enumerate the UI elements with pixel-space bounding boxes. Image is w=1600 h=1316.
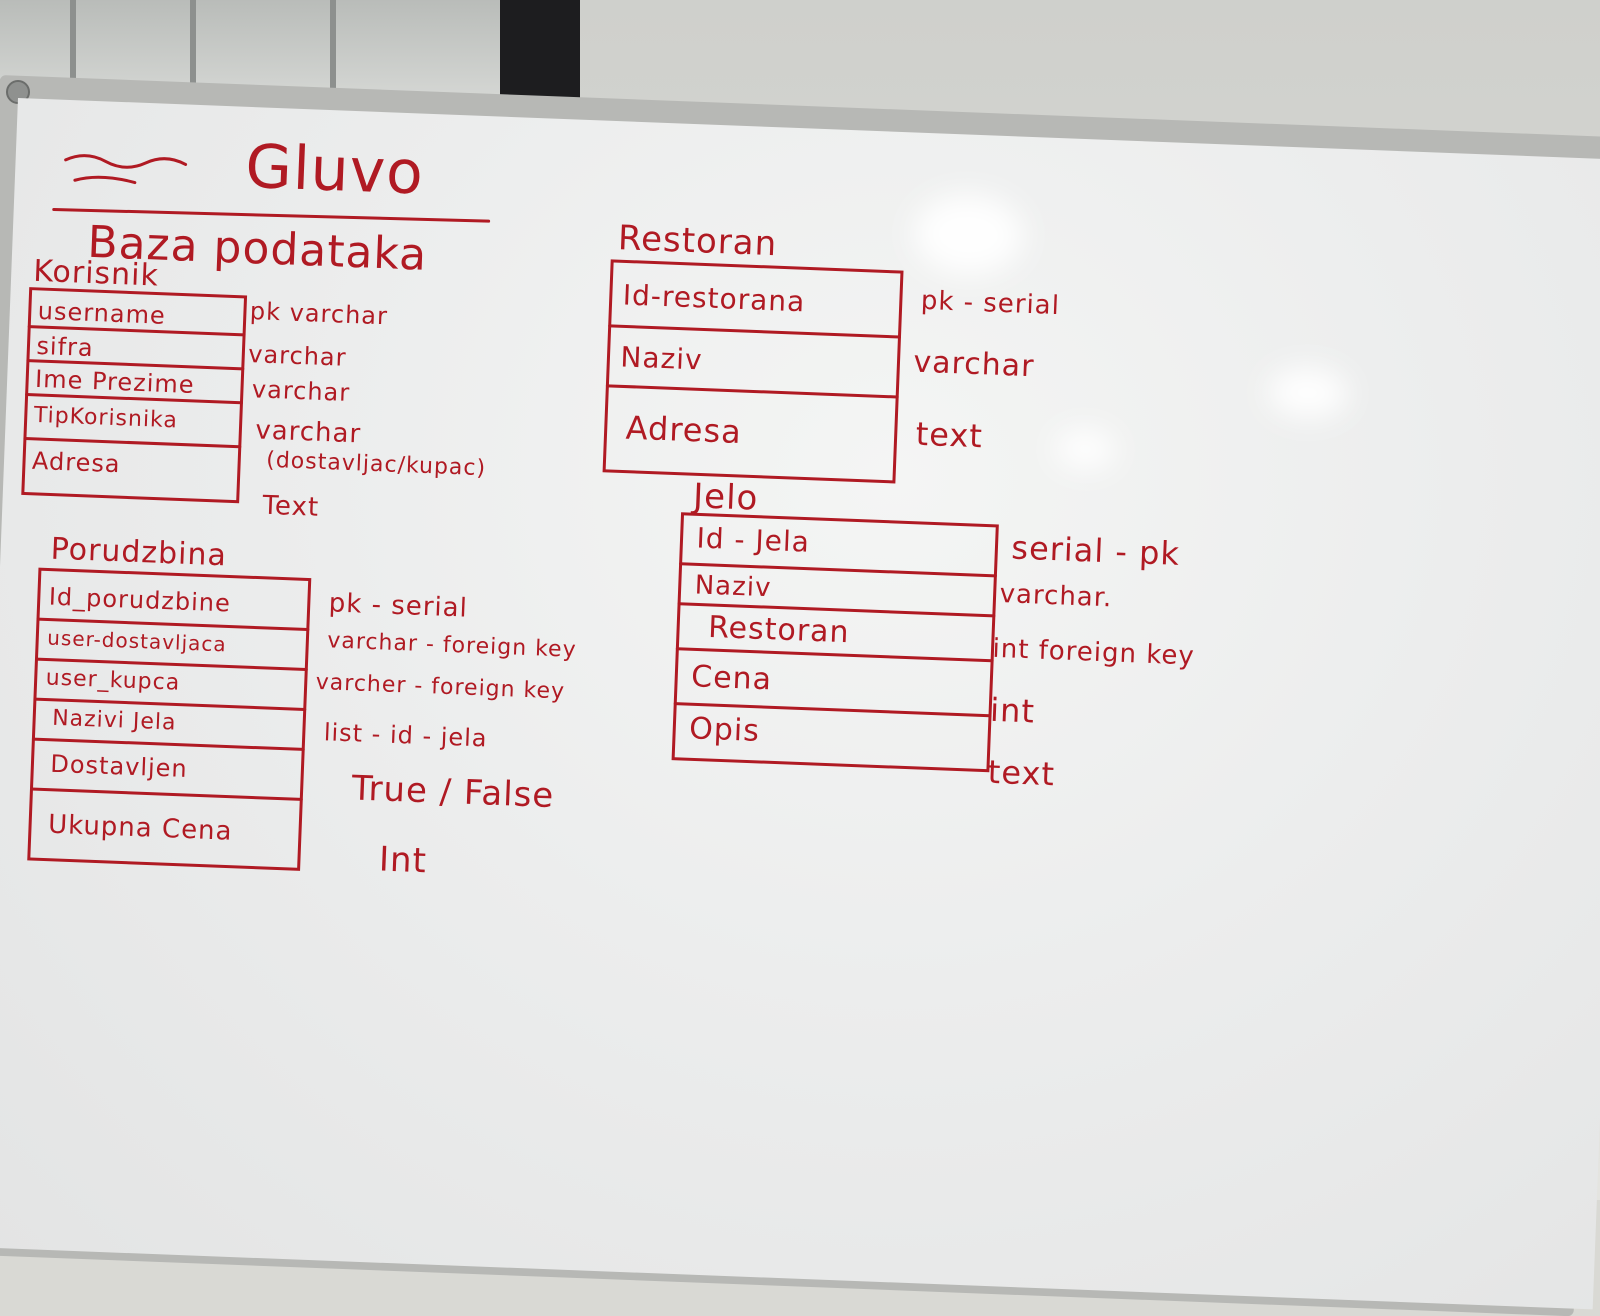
restoran-type: pk - serial: [920, 285, 1061, 322]
porudzbina-field: Nazivi Jela: [51, 705, 177, 736]
jelo-field: Id - Jela: [695, 521, 811, 559]
korisnik-field: username: [37, 296, 167, 330]
jelo-type: serial - pk: [1010, 528, 1181, 573]
jelo-field: Restoran: [707, 609, 851, 651]
restoran-table-title: Restoran: [617, 218, 778, 265]
restoran-field: Adresa: [625, 408, 743, 452]
jelo-table-title: Jelo: [692, 476, 760, 519]
porudzbina-field: Dostavljen: [49, 749, 189, 783]
restoran-table-border: [602, 259, 904, 484]
jelo-type: int: [989, 690, 1036, 731]
jelo-type: int foreign key: [991, 633, 1196, 672]
korisnik-table-border: [21, 287, 248, 504]
porudzbina-field: user-dostavljaca: [46, 625, 228, 657]
korisnik-type: varchar: [247, 340, 348, 372]
porudzbina-type: list - id - jela: [323, 718, 489, 753]
korisnik-type: varchar: [251, 375, 351, 407]
korisnik-field: Ime Prezime: [34, 364, 196, 399]
restoran-type: text: [915, 414, 984, 456]
jelo-field: Opis: [688, 711, 761, 749]
jelo-table-border: [671, 512, 999, 773]
jelo-type: varchar.: [999, 579, 1113, 614]
korisnik-table-title: Korisnik: [32, 253, 160, 294]
porudzbina-field: user_kupca: [45, 665, 181, 696]
porudzbina-type: True / False: [350, 768, 556, 817]
restoran-field: Id-restorana: [622, 278, 806, 319]
window-mullion: [190, 0, 196, 95]
title-underline: [52, 207, 491, 223]
porudzbina-type: Int: [378, 839, 428, 882]
porudzbina-field: Id_porudzbine: [48, 582, 232, 618]
restoran-type: varchar: [912, 344, 1036, 385]
board-title: Gluvo: [244, 131, 426, 209]
porudzbina-field: Ukupna Cena: [47, 809, 234, 847]
korisnik-type: varchar: [254, 415, 362, 450]
korisnik-field: Adresa: [31, 446, 122, 479]
scribble: [73, 175, 137, 185]
porudzbina-type: pk - serial: [328, 588, 469, 624]
restoran-field: Naziv: [619, 340, 704, 377]
jelo-field: Cena: [690, 659, 773, 698]
jelo-field: Naziv: [694, 570, 772, 604]
korisnik-type: pk varchar: [249, 297, 389, 331]
korisnik-type: Text: [261, 490, 320, 523]
background-pillar: [500, 0, 580, 100]
hand-drawn-lines: [21, 154, 999, 871]
jelo-type: text: [987, 752, 1056, 794]
porudzbina-table-title: Porudzbina: [50, 531, 228, 574]
whiteboard: Gluvo Baza podataka Korisnik username si…: [0, 98, 1600, 1310]
window-mullion: [70, 0, 76, 95]
porudzbina-table-border: [27, 567, 312, 871]
scribble: [64, 154, 188, 169]
window-mullion: [330, 0, 336, 95]
handwriting: Gluvo Baza podataka Korisnik username si…: [0, 98, 1600, 1309]
korisnik-field: sifra: [35, 331, 95, 363]
korisnik-field: TipKorisnika: [33, 402, 179, 434]
